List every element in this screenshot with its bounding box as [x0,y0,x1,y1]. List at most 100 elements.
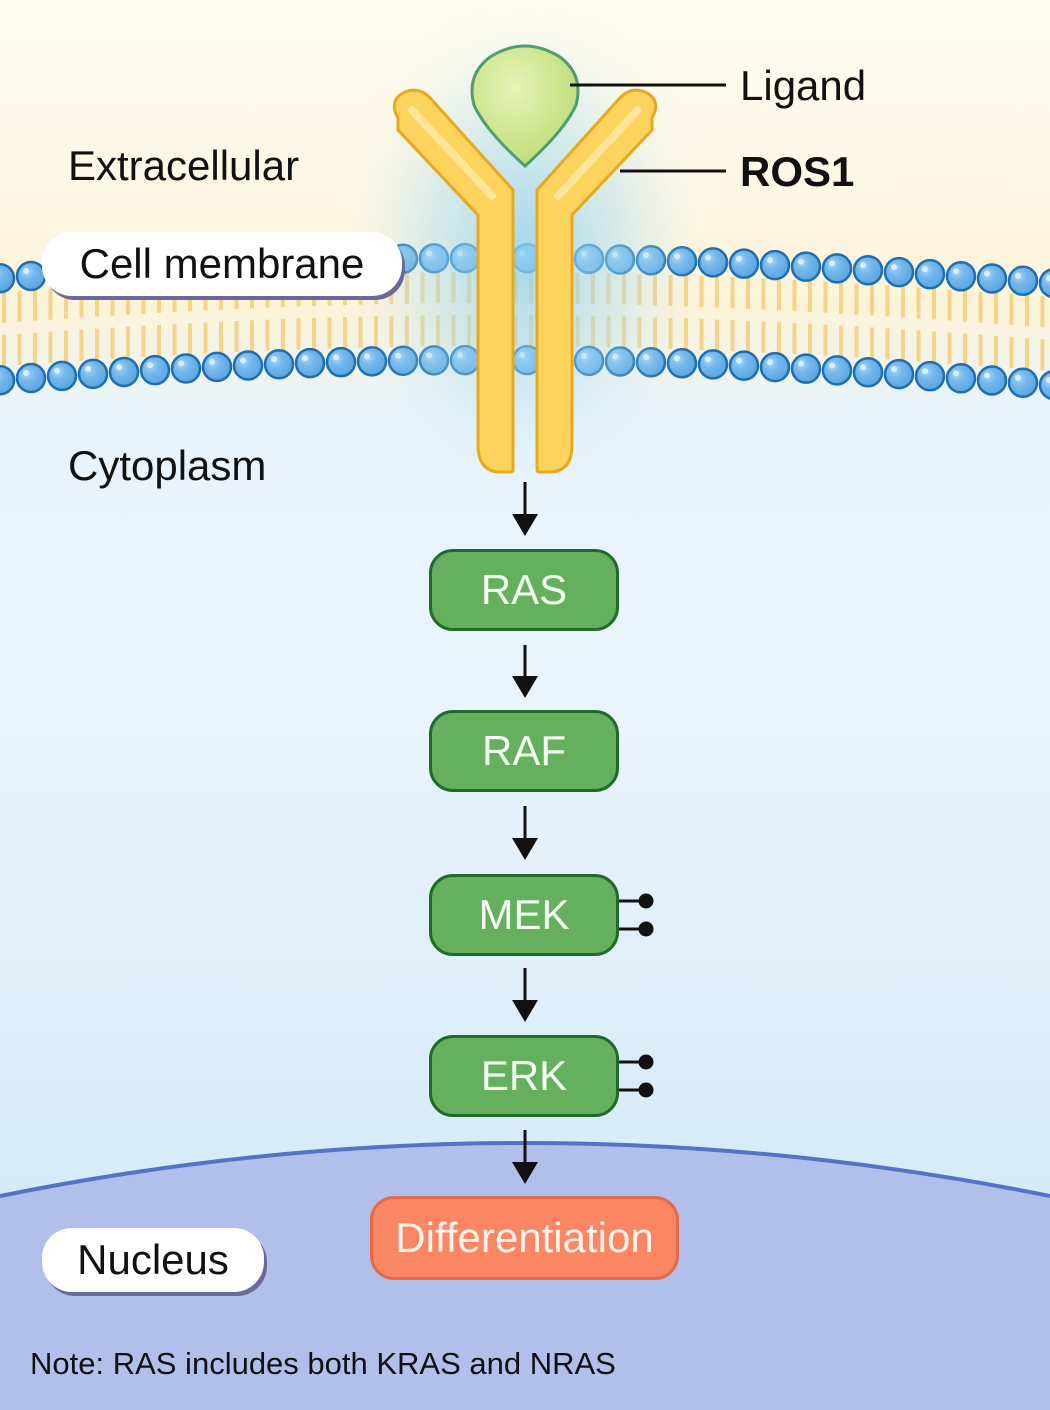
lipid-head [201,351,233,383]
lipid-head [883,256,915,288]
lipid-head-highlight [705,254,711,261]
receptor-highlight-left [408,106,496,200]
lipid-head-highlight [333,354,339,361]
lipid-head [728,248,760,279]
lipid-head-highlight [736,357,742,364]
lipid-head [0,364,16,396]
lipid-head [883,358,915,390]
phosphate-group [638,1082,654,1098]
cell-membrane-label: Cell membrane [42,232,402,296]
lipid-head [1007,367,1039,399]
node-raf: RAF [429,710,619,792]
receptor-highlight-right [554,106,642,200]
lipid-head-highlight [147,362,153,369]
lipid-head [976,365,1008,396]
pathway-arrow-head [512,1000,538,1022]
lipid-head-highlight [364,353,370,360]
lipid-head [914,360,946,392]
lipid-head-highlight [891,366,897,373]
lipid-head [325,346,357,378]
extracellular-label: Extracellular [68,142,300,189]
lipid-head [46,360,78,392]
lipid-head-highlight [798,258,804,265]
pathway-arrow-head [512,1162,538,1184]
lipid-head [232,350,264,381]
lipid-head-highlight [860,262,866,269]
lipid-head-highlight [953,370,959,377]
lipid-head-highlight [23,268,29,275]
phosphate-group [638,893,654,909]
lipid-head-highlight [240,357,246,364]
lipid-head-highlight [953,268,959,275]
lipid-head-highlight [1046,275,1050,282]
lipid-head [263,348,295,380]
lipid-head-highlight [271,356,277,363]
ros1-callout: ROS1 [740,148,855,195]
lipid-head [976,263,1008,294]
ligand-callout: Ligand [740,62,867,109]
lipid-head-highlight [891,264,897,271]
pathway-arrow-head [512,676,538,698]
node-mek: MEK [429,874,619,956]
lipid-head [914,258,946,290]
pathway-arrows [512,482,538,1184]
lipid-head-highlight [736,255,742,262]
lipid-head-highlight [798,360,804,367]
lipid-head [697,349,729,380]
lipid-head [790,251,822,282]
lipid-head [945,363,977,394]
lipid-head [697,247,729,278]
lipid-head [821,355,853,386]
lipid-head-highlight [302,355,308,362]
lipid-head [759,249,791,281]
cytoplasm-label: Cytoplasm [68,442,267,489]
lipid-head [77,358,109,390]
phosphate-group [638,921,654,937]
lipid-head [728,350,760,381]
lipid-head [1007,265,1039,297]
lipid-head [821,253,853,284]
lipid-head-highlight [85,365,91,372]
lipid-head-highlight [860,364,866,371]
lipid-head [0,262,16,294]
lipid-head-highlight [829,260,835,267]
lipid-head-highlight [1015,272,1021,279]
lipid-head-highlight [922,266,928,273]
lipid-head [294,347,326,379]
lipid-head-highlight [984,372,990,379]
lipid-head-highlight [1015,374,1021,381]
lipid-head [790,353,822,384]
lipid-head [945,261,977,292]
lipid-head-highlight [829,362,835,369]
outcome-differentiation: Differentiation [370,1196,679,1280]
nucleus-label: Nucleus [42,1228,264,1292]
lipid-head [15,260,47,292]
ligand-molecule [470,44,580,169]
lipid-head [170,353,202,384]
phosphate-group [638,1054,654,1070]
pathway-arrow-head [512,514,538,536]
lipid-head-highlight [178,360,184,367]
lipid-head [759,351,791,383]
lipid-head [139,354,171,386]
lipid-head-highlight [705,356,711,363]
footnote: Note: RAS includes both KRAS and NRAS [30,1346,616,1381]
node-ras: RAS [429,549,619,631]
lipid-head [108,356,140,388]
pathway-arrow-head [512,838,538,860]
lipid-head-highlight [922,368,928,375]
lipid-head-highlight [116,363,122,370]
lipid-head [15,362,47,394]
lipid-head [852,254,884,286]
node-erk: ERK [429,1035,619,1117]
lipid-head-highlight [1046,377,1050,384]
phosphorylation-markers [619,893,654,1098]
lipid-head-highlight [984,270,990,277]
lipid-head-highlight [209,358,215,365]
lipid-head [852,356,884,388]
lipid-head-highlight [23,370,29,377]
ros1-receptor [392,88,658,474]
lipid-head-highlight [767,359,773,366]
